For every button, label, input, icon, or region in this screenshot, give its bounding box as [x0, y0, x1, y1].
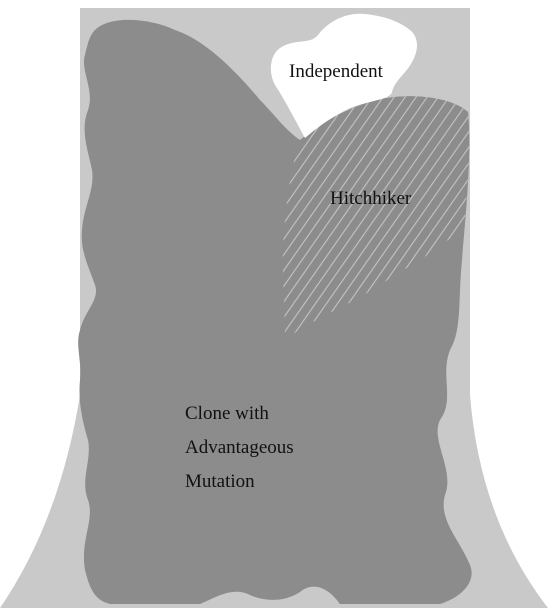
independent-label: Independent [289, 61, 384, 82]
clone-label-line-1: Clone with [185, 403, 269, 424]
clone-label-line-3: Mutation [185, 471, 255, 492]
hitchhiker-label: Hitchhiker [330, 188, 412, 209]
clone-label-line-2: Advantageous [185, 437, 294, 458]
